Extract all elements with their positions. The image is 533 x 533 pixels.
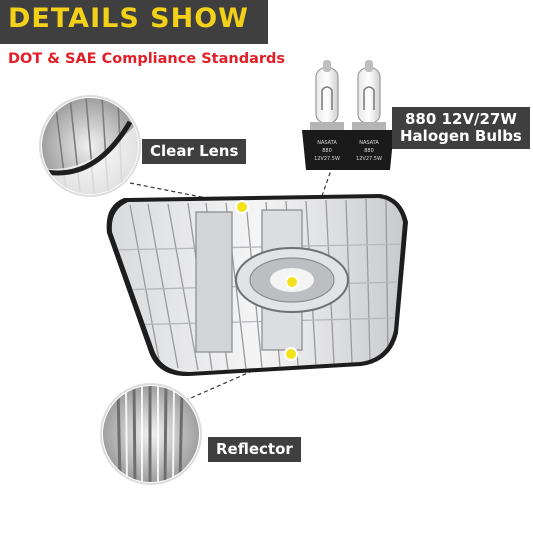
svg-text:880: 880 — [364, 148, 374, 154]
callout-bulbs: 880 12V/27W Halogen Bulbs — [392, 107, 530, 149]
svg-text:NASATA: NASATA — [359, 140, 379, 146]
callout-reflector-text: Reflector — [216, 440, 293, 458]
callout-clear-lens-text: Clear Lens — [150, 142, 239, 160]
svg-text:880: 880 — [322, 148, 332, 154]
halogen-bulb-icon: NASATA 880 12V27.5W — [344, 60, 394, 170]
svg-text:12V27.5W: 12V27.5W — [356, 156, 382, 162]
svg-text:12V27.5W: 12V27.5W — [314, 156, 340, 162]
callout-reflector: Reflector — [208, 437, 301, 462]
zoom-circle-lens — [39, 95, 141, 197]
title-banner: DETAILS SHOW — [0, 0, 268, 44]
svg-text:NASATA: NASATA — [317, 140, 337, 146]
pointer-dot — [235, 200, 299, 361]
compliance-subtitle: DOT & SAE Compliance Standards — [8, 51, 286, 67]
banner-title: DETAILS SHOW — [8, 3, 249, 34]
zoom-circle-reflector — [100, 383, 202, 485]
halogen-bulb-icon: NASATA 880 12V27.5W — [302, 60, 352, 170]
callout-clear-lens: Clear Lens — [142, 139, 247, 164]
callout-bulbs-line2: Halogen Bulbs — [400, 127, 522, 145]
fog-light-assembly — [106, 194, 408, 377]
callout-bulbs-line1: 880 12V/27W — [404, 110, 517, 128]
